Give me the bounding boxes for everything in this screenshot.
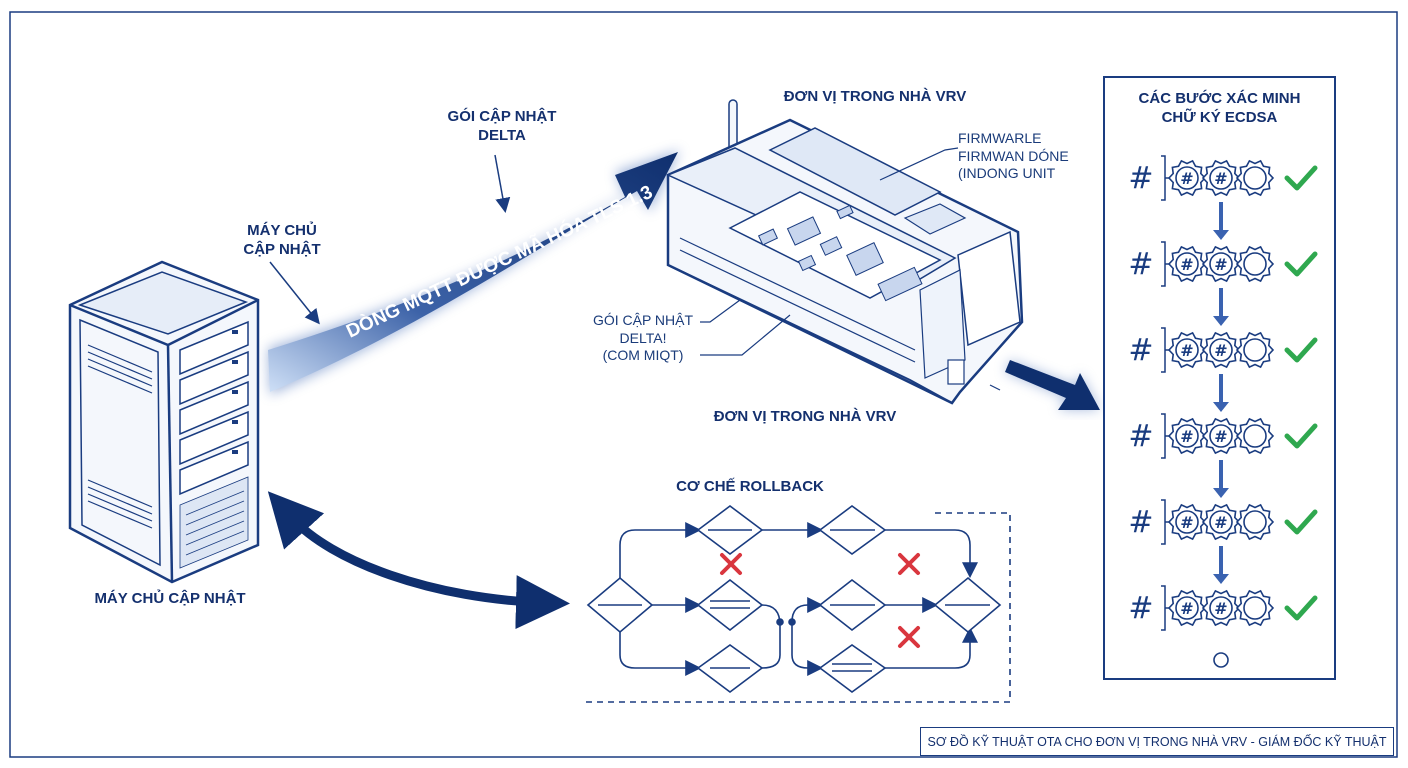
svg-text:#: # bbox=[1214, 599, 1227, 618]
check-icon bbox=[1284, 337, 1318, 363]
svg-text:#: # bbox=[1214, 341, 1227, 360]
ecdsa-verification-panel: CÁC BƯỚC XÁC MINH CHỮ KÝ ECDSA #########… bbox=[1103, 76, 1336, 680]
gear-icon: ## bbox=[1167, 503, 1275, 541]
verify-step: ### bbox=[1128, 241, 1318, 326]
delta-pointer bbox=[494, 154, 511, 213]
tls-stream-arrow bbox=[268, 150, 680, 395]
svg-text:#: # bbox=[1180, 255, 1193, 274]
firmware-callout-line bbox=[879, 147, 959, 181]
verify-step: ### bbox=[1128, 413, 1318, 498]
gear-icon: ## bbox=[1167, 159, 1275, 197]
footer-caption: SƠ ĐỒ KỸ THUẬT OTA CHO ĐƠN VỊ TRONG NHÀ … bbox=[920, 727, 1394, 756]
rollback-failure-marks bbox=[720, 553, 920, 648]
hash-icon: # bbox=[1128, 419, 1153, 454]
svg-text:#: # bbox=[1180, 513, 1193, 532]
hash-icon: # bbox=[1128, 505, 1153, 540]
gear-icon: ## bbox=[1167, 331, 1275, 369]
server-pointer bbox=[269, 261, 320, 325]
gear-icon: ## bbox=[1167, 589, 1275, 627]
server-bottom-label: MÁY CHỦ CẬP NHẬT bbox=[94, 590, 246, 607]
failure-cross-icon bbox=[898, 626, 920, 648]
svg-text:#: # bbox=[1214, 255, 1227, 274]
server-top-label: MÁY CHỦ CẬP NHẬT bbox=[243, 222, 321, 258]
check-icon bbox=[1284, 423, 1318, 449]
gear-icon: ## bbox=[1167, 245, 1275, 283]
verify-panel-title: CÁC BƯỚC XÁC MINH CHỮ KÝ ECDSA bbox=[1138, 90, 1301, 126]
hash-icon: # bbox=[1128, 591, 1153, 626]
verify-step: ### bbox=[1128, 155, 1318, 240]
failure-cross-icon bbox=[720, 553, 742, 575]
outer-border bbox=[9, 11, 1398, 758]
svg-text:#: # bbox=[1180, 169, 1193, 188]
failure-cross-icon bbox=[898, 553, 920, 575]
hash-icon: # bbox=[1128, 247, 1153, 282]
delta-callout-line-2 bbox=[700, 314, 791, 356]
svg-text:#: # bbox=[1180, 427, 1193, 446]
end-node-icon bbox=[1213, 652, 1229, 668]
svg-text:#: # bbox=[1214, 169, 1227, 188]
verify-steps-graphic: ################## bbox=[1128, 155, 1318, 668]
server-rack bbox=[68, 260, 260, 584]
check-icon bbox=[1284, 251, 1318, 277]
svg-text:#: # bbox=[1180, 599, 1193, 618]
vrv-indoor-unit bbox=[666, 99, 1024, 405]
firmware-callout: FIRMWARLE FIRMWAN DÓNE (INDONG UNIT bbox=[958, 130, 1069, 181]
svg-text:#: # bbox=[1214, 427, 1227, 446]
verify-step: ### bbox=[1128, 499, 1318, 584]
rollback-link-arrow bbox=[267, 491, 570, 630]
hash-icon: # bbox=[1128, 333, 1153, 368]
hash-icon: # bbox=[1128, 161, 1153, 196]
indoor-unit-bottom-label: ĐƠN VỊ TRONG NHÀ VRV bbox=[713, 408, 897, 425]
gear-icon: ## bbox=[1167, 417, 1275, 455]
to-verify-arrow bbox=[1005, 360, 1100, 410]
indoor-unit-top-label: ĐƠN VỊ TRONG NHÀ VRV bbox=[783, 88, 967, 105]
svg-text:#: # bbox=[1214, 513, 1227, 532]
verify-step: ### bbox=[1128, 327, 1318, 412]
check-icon bbox=[1284, 165, 1318, 191]
verify-step: ### bbox=[1128, 585, 1318, 668]
delta-callout: GÓI CẬP NHẬT DELTA! (COM MIQT) bbox=[592, 312, 694, 363]
check-icon bbox=[1284, 595, 1318, 621]
rollback-title: CƠ CHẾ ROLLBACK bbox=[676, 478, 824, 495]
delta-callout-line-1 bbox=[700, 299, 741, 323]
delta-package-label: GÓI CẬP NHẬT DELTA bbox=[447, 108, 557, 144]
svg-text:#: # bbox=[1180, 341, 1193, 360]
check-icon bbox=[1284, 509, 1318, 535]
rollback-flowchart bbox=[582, 505, 1011, 703]
